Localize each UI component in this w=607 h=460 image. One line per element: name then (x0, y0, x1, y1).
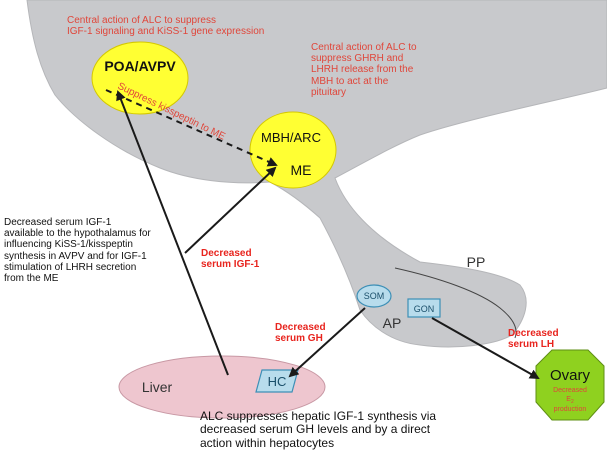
bottom-line-1: ALC suppresses hepatic IGF-1 synthesis v… (200, 409, 437, 423)
left-line-6: from the ME (4, 272, 59, 284)
serum-lh-line-1: Decreased (508, 328, 559, 339)
bottom-explanation-text: ALC suppresses hepatic IGF-1 synthesis v… (200, 409, 437, 450)
serum-gh-line-1: Decreased (275, 322, 326, 333)
serum-gh-line-2: serum GH (275, 333, 323, 345)
arrow-liver-to-me (184, 166, 277, 254)
arrow-gon-to-ovary (431, 317, 540, 379)
serum-gh-label: Decreased serum GH (275, 322, 326, 344)
serum-igf1-label: Decreased serum IGF-1 (201, 248, 259, 270)
left-line-5: stimulation of LHRH secretion (4, 261, 137, 273)
central-action-mbh-text: Central action of ALC to suppress GHRH a… (311, 42, 417, 98)
central-action-poa-line-1: Central action of ALC to suppress (67, 15, 216, 26)
bottom-line-2: decreased serum GH levels and by a direc… (200, 422, 431, 437)
hc-box (255, 369, 299, 393)
ovary-label: Ovary (550, 367, 591, 384)
liver-label: Liver (142, 379, 173, 395)
central-action-mbh-line-3: LHRH release from the (311, 64, 414, 76)
som-label: SOM (364, 291, 385, 301)
arrow-liver-to-poa (116, 90, 229, 376)
serum-igf1-line-1: Decreased (201, 248, 252, 259)
hc-label: HC (268, 374, 287, 389)
poa-avpv-label: POA/AVPV (104, 58, 176, 74)
ovary-sub-line-2: E2 (566, 396, 574, 405)
left-line-4: synthesis in AVPV and for IGF-1 (4, 250, 147, 262)
left-line-1: Decreased serum IGF-1 (4, 217, 112, 228)
ovary-sub-line-1: Decreased (553, 387, 587, 394)
central-action-mbh-line-5: pituitary (311, 86, 347, 98)
mbh-arc-label: MBH/ARC (261, 130, 321, 145)
arrow-kisspeptin-dashed (105, 89, 278, 167)
ovary-sub-line-3: production (554, 406, 587, 413)
pituitary-divider (394, 267, 517, 339)
poa-avpv-node (91, 41, 189, 115)
pp-label: PP (467, 254, 486, 270)
central-action-mbh-line-2: suppress GHRH and (311, 53, 404, 65)
gon-box (407, 298, 441, 318)
central-action-poa-line-2: IGF-1 signaling and KiSS-1 gene expressi… (67, 26, 265, 38)
arrow-som-to-hc (288, 307, 366, 378)
left-line-3: influencing KiSS-1/kisspeptin (4, 239, 133, 251)
bottom-line-3: action within hepatocytes (200, 435, 335, 450)
central-action-mbh-line-1: Central action of ALC to (311, 42, 417, 53)
som-box (356, 284, 392, 308)
left-explanation-text: Decreased serum IGF-1 available to the h… (4, 217, 151, 284)
central-action-poa-text: Central action of ALC to suppress IGF-1 … (67, 15, 264, 37)
serum-lh-label: Decreased serum LH (508, 328, 559, 350)
left-line-2: available to the hypothalamus for (4, 228, 151, 240)
me-label: ME (291, 162, 312, 178)
ap-label: AP (383, 315, 402, 331)
gon-label: GON (414, 304, 435, 314)
serum-lh-line-2: serum LH (508, 339, 555, 351)
central-action-mbh-line-4: MBH to act at the (311, 75, 389, 87)
serum-igf1-line-2: serum IGF-1 (201, 259, 260, 271)
